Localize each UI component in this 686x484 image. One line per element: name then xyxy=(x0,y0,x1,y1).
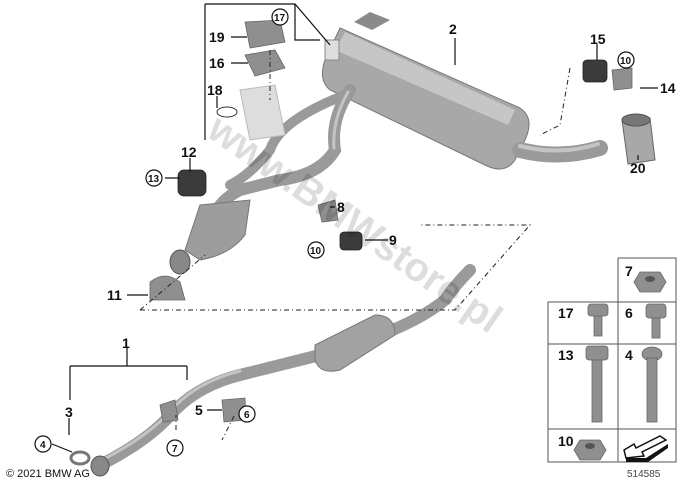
callout-circle xyxy=(238,405,256,423)
callout-circle xyxy=(617,51,635,69)
callout-circle xyxy=(34,435,52,453)
part-label-4: 4 xyxy=(40,440,46,451)
front-pipe xyxy=(90,264,476,477)
callout-circle xyxy=(307,241,325,259)
part-label-18: 18 xyxy=(207,82,223,98)
assembly-outline xyxy=(139,224,532,311)
rubber-mount-15 xyxy=(582,59,608,83)
grid-label-7: 7 xyxy=(625,263,633,279)
center-pipe xyxy=(169,84,356,275)
assembly-outline-rear xyxy=(539,67,571,136)
part-label-20: 20 xyxy=(630,160,646,176)
rubber-mount-9 xyxy=(339,231,363,251)
callout-circle xyxy=(166,439,184,457)
hardware-grid: 7 17 6 13 4 10 xyxy=(547,257,677,463)
grid-label-4: 4 xyxy=(625,347,633,363)
clamp-3 xyxy=(69,450,91,466)
fastener-lines xyxy=(175,50,271,441)
part-label-10b: 10 xyxy=(310,246,322,257)
part-label-9: 9 xyxy=(389,232,397,248)
part-label-15: 15 xyxy=(590,31,606,47)
grid-label-10: 10 xyxy=(558,433,574,449)
inset-detail-box xyxy=(204,3,331,141)
part-label-5: 5 xyxy=(195,402,203,418)
part-label-11: 11 xyxy=(107,287,122,303)
clamp-11 xyxy=(149,275,186,301)
copyright: © 2021 BMW AG xyxy=(6,468,90,480)
part-label-8: 8 xyxy=(337,199,345,215)
part-label-1: 1 xyxy=(122,335,130,351)
bracket-front xyxy=(159,399,179,423)
part-label-7: 7 xyxy=(172,444,178,455)
bracket-8 xyxy=(317,199,339,223)
part-label-14: 14 xyxy=(660,80,676,96)
callout-circle xyxy=(271,8,289,26)
part-label-12: 12 xyxy=(181,144,197,160)
part-label-13: 13 xyxy=(148,174,160,185)
part-label-2: 2 xyxy=(449,21,457,37)
bracket-14 xyxy=(611,67,633,91)
grid-label-13: 13 xyxy=(558,347,574,363)
part-label-19: 19 xyxy=(209,29,225,45)
rubber-mount-12 xyxy=(177,169,207,197)
part-label-16: 16 xyxy=(209,55,225,71)
direction-arrow-icon xyxy=(623,435,668,459)
grid-label-6: 6 xyxy=(625,305,633,321)
callout-circle xyxy=(145,169,163,187)
grid-label-17: 17 xyxy=(558,305,574,321)
part-label-3: 3 xyxy=(65,404,73,420)
diagram-number: 514585 xyxy=(627,469,661,480)
part-label-17: 17 xyxy=(274,13,286,24)
part-label-6: 6 xyxy=(244,410,250,421)
rear-silencer xyxy=(321,12,608,170)
part-label-10: 10 xyxy=(620,56,632,67)
